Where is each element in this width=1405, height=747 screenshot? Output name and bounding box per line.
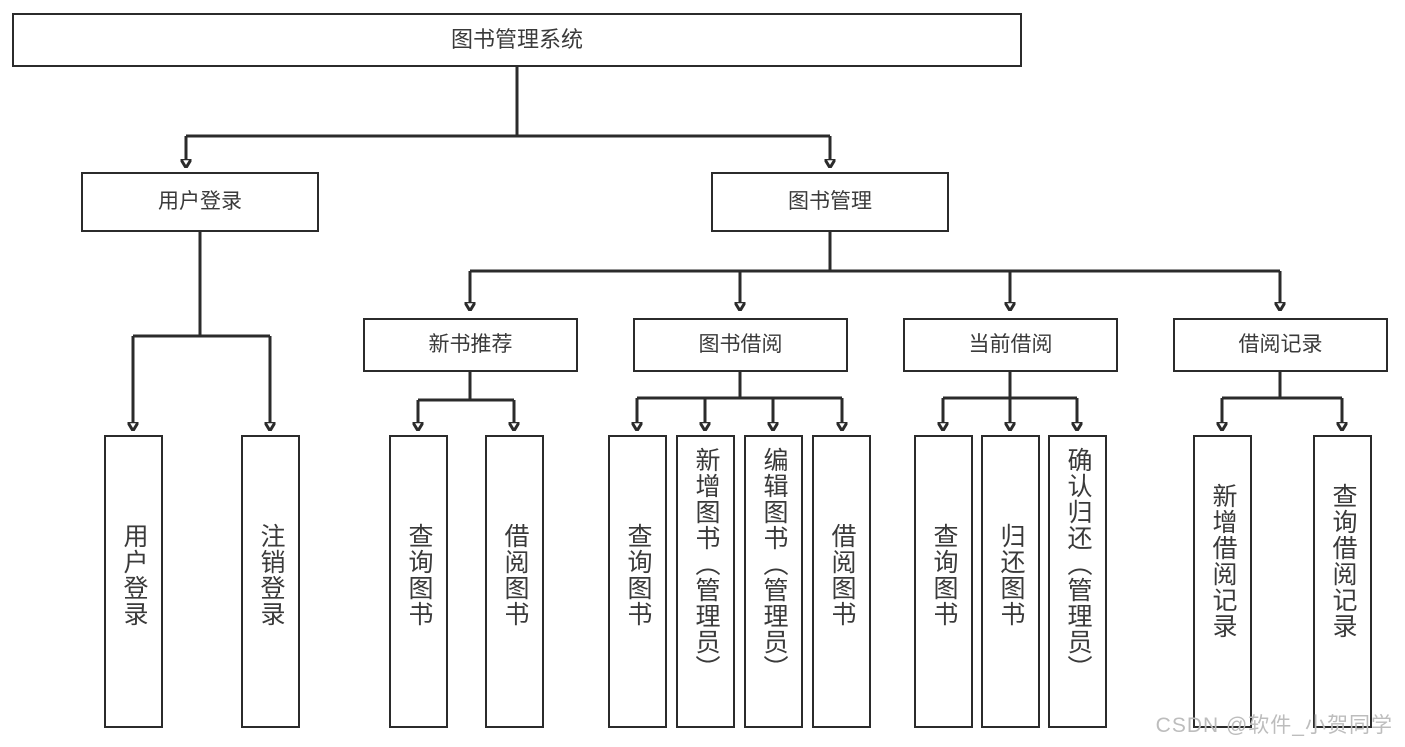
node-label: 查询借阅记录: [1329, 483, 1357, 639]
leaf-query-book-current[interactable]: 查询图书: [914, 435, 973, 728]
node-label: 图书管理: [788, 190, 872, 214]
node-label: 用户登录: [158, 190, 242, 214]
node-label: 查询图书: [405, 523, 433, 627]
node-book-management[interactable]: 图书管理: [711, 172, 949, 232]
node-label: 借阅图书: [501, 523, 529, 627]
node-label: 归还图书: [997, 523, 1025, 627]
node-borrow-record[interactable]: 借阅记录: [1173, 318, 1388, 372]
leaf-borrow-book-new[interactable]: 借阅图书: [485, 435, 544, 728]
node-label: 用户登录: [120, 523, 148, 627]
node-book-management-system[interactable]: 图书管理系统: [12, 13, 1022, 67]
leaf-query-book-borrow[interactable]: 查询图书: [608, 435, 667, 728]
leaf-add-book-admin[interactable]: 新增图书（管理员）: [676, 435, 735, 728]
node-label: 编辑图书（管理员）: [760, 447, 788, 681]
leaf-logout[interactable]: 注销登录: [241, 435, 300, 728]
node-label: 当前借阅: [968, 333, 1053, 357]
node-user-login[interactable]: 用户登录: [81, 172, 319, 232]
watermark: CSDN @软件_小贺同学: [1155, 714, 1393, 737]
node-label: 注销登录: [257, 523, 285, 627]
leaf-confirm-return-admin[interactable]: 确认归还（管理员）: [1048, 435, 1107, 728]
leaf-borrow-book-borrow[interactable]: 借阅图书: [812, 435, 871, 728]
node-label: 确认归还（管理员）: [1064, 447, 1092, 681]
node-label: 查询图书: [624, 523, 652, 627]
node-label: 新增借阅记录: [1209, 483, 1237, 639]
leaf-add-borrow-record[interactable]: 新增借阅记录: [1193, 435, 1252, 728]
leaf-return-book[interactable]: 归还图书: [981, 435, 1040, 728]
node-book-borrow[interactable]: 图书借阅: [633, 318, 848, 372]
node-label: 查询图书: [930, 523, 958, 627]
node-label: 借阅图书: [828, 523, 856, 627]
node-label: 图书管理系统: [450, 26, 583, 52]
node-label: 借阅记录: [1238, 333, 1323, 357]
leaf-query-borrow-record[interactable]: 查询借阅记录: [1313, 435, 1372, 728]
leaf-edit-book-admin[interactable]: 编辑图书（管理员）: [744, 435, 803, 728]
node-label: 新书推荐: [428, 333, 513, 357]
node-current-borrow[interactable]: 当前借阅: [903, 318, 1118, 372]
node-label: 新增图书（管理员）: [692, 447, 720, 681]
leaf-query-book-new[interactable]: 查询图书: [389, 435, 448, 728]
leaf-user-login[interactable]: 用户登录: [104, 435, 163, 728]
node-label: 图书借阅: [698, 333, 783, 357]
node-new-book-recommendation[interactable]: 新书推荐: [363, 318, 578, 372]
